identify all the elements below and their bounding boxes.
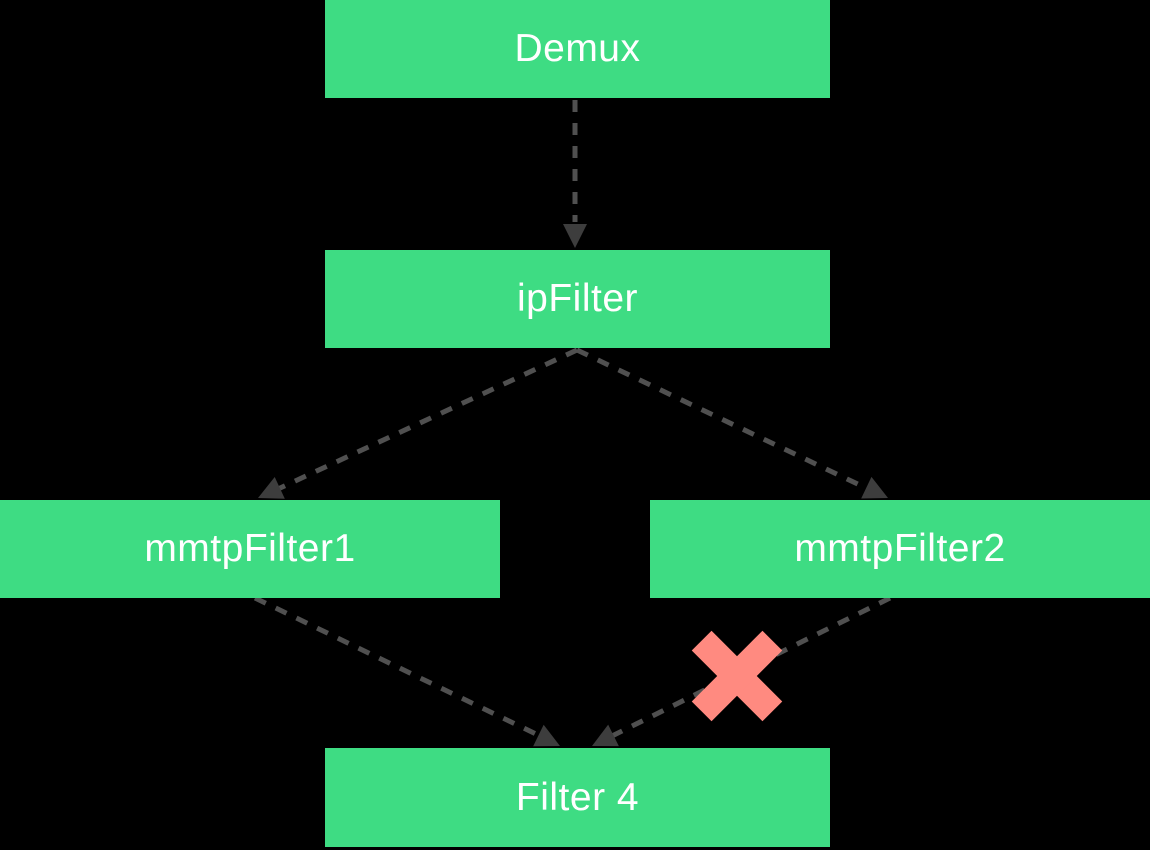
edge-mmtpfilter1-to-filter4 xyxy=(253,595,560,747)
edge-demux-to-ipfilter xyxy=(563,100,587,248)
node-ipfilter: ipFilter xyxy=(325,250,830,348)
arrowhead-icon xyxy=(563,224,587,248)
edge-line xyxy=(253,595,542,739)
node-mmtpfilter1: mmtpFilter1 xyxy=(0,500,500,598)
node-mmtpfilter2: mmtpFilter2 xyxy=(650,500,1150,598)
arrowhead-icon xyxy=(861,476,888,499)
edge-ipfilter-to-mmtpfilter1 xyxy=(258,347,579,499)
arrowhead-icon xyxy=(533,724,560,747)
node-demux: Demux xyxy=(325,0,830,98)
edge-mmtpfilter2-to-filter4 xyxy=(592,595,892,747)
edge-line xyxy=(610,595,892,739)
edge-ipfilter-to-mmtpfilter2 xyxy=(575,347,888,499)
arrowhead-icon xyxy=(258,477,285,499)
arrowhead-icon xyxy=(592,724,619,747)
node-filter4: Filter 4 xyxy=(325,748,830,847)
blocked-x-icon xyxy=(691,630,783,722)
edge-line xyxy=(276,347,579,492)
edge-line xyxy=(575,347,870,492)
